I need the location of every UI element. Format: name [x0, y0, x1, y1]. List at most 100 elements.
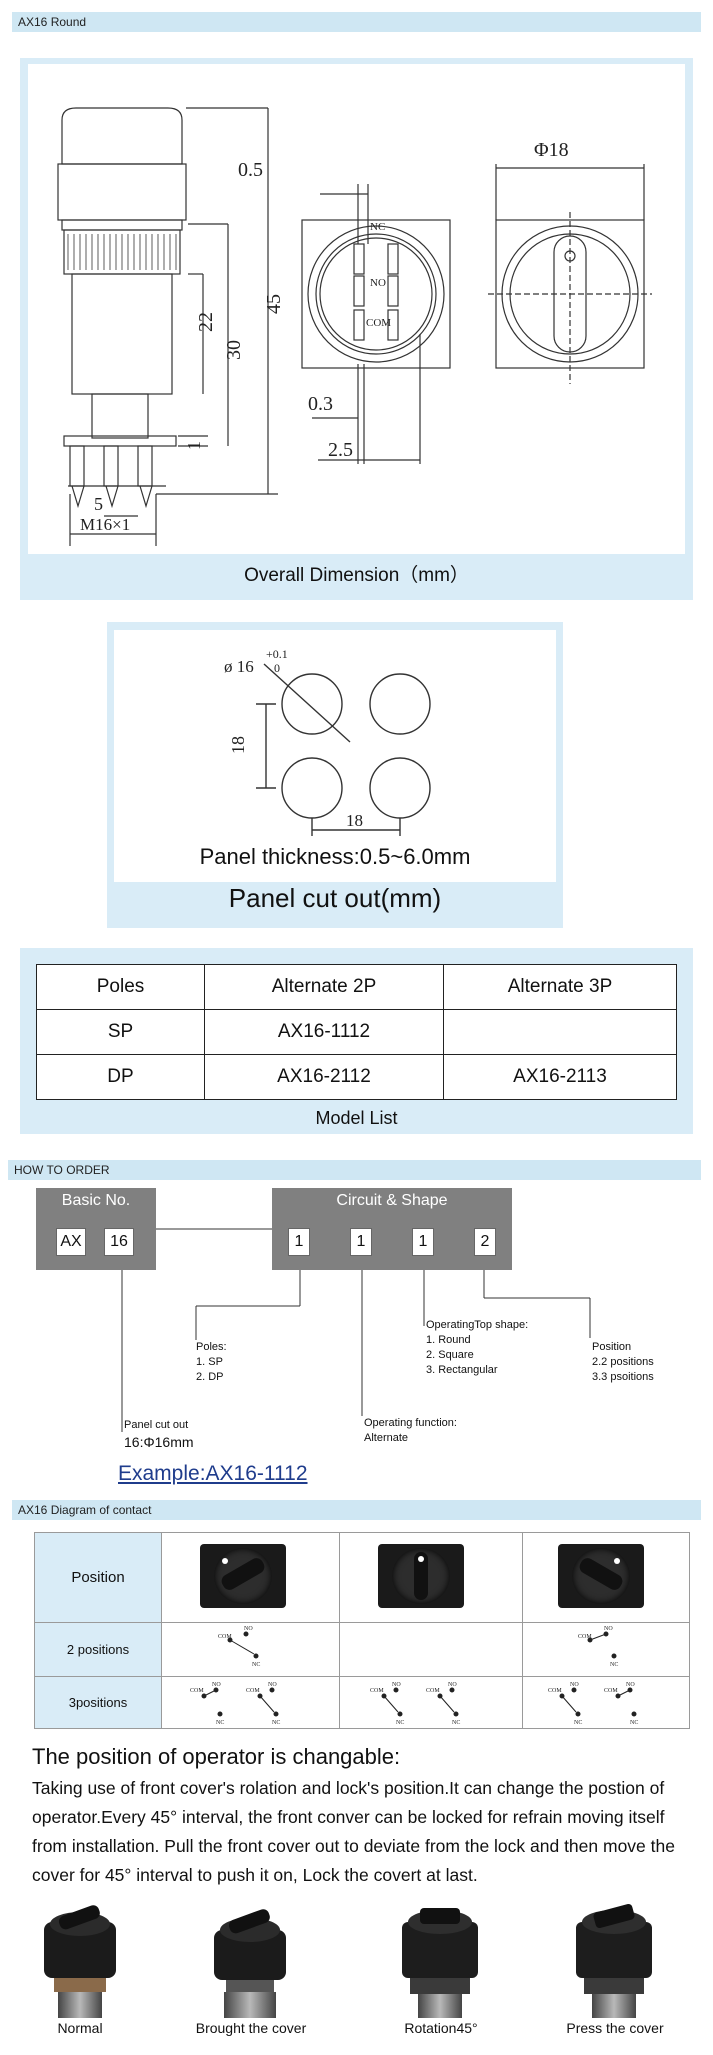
circuit-cell-1: 1 — [288, 1228, 310, 1256]
poles-legend: Poles: 1. SP 2. DP — [196, 1340, 227, 1385]
dim-05: 0.5 — [238, 159, 263, 181]
contact-cell — [522, 1622, 690, 1677]
how-to-order-title: HOW TO ORDER — [14, 1163, 110, 1177]
contact-title: AX16 Diagram of contact — [18, 1503, 152, 1517]
com-label: COM — [218, 1634, 232, 1640]
contact-cell — [161, 1676, 340, 1729]
circuit-cell-3: 1 — [412, 1228, 434, 1256]
com-label: COM — [246, 1688, 260, 1694]
table-cell: SP — [36, 1009, 205, 1055]
table-header: Alternate 2P — [204, 964, 444, 1010]
table-row: 2 positions — [34, 1622, 690, 1677]
basic-no-cell-16: 16 — [104, 1228, 134, 1256]
com-label: COM — [370, 1688, 384, 1694]
knob-position-right — [558, 1544, 644, 1608]
circuit-cell-4: 2 — [474, 1228, 496, 1256]
table-row: SP AX16-1112 — [36, 1009, 677, 1055]
order-example: Example:AX16-1112 — [118, 1462, 308, 1485]
contact-cell — [339, 1622, 523, 1677]
basic-no-box: Basic No. AX 16 — [36, 1188, 156, 1270]
cutout-drawing: ø 16 +0.1 0 18 18 — [224, 647, 431, 836]
contact-cell — [522, 1676, 690, 1729]
com-label: COM — [548, 1688, 562, 1694]
header-title: AX16 Round — [18, 15, 87, 29]
poles-sp: 1. SP — [196, 1356, 223, 1368]
no-label: NO — [570, 1682, 579, 1688]
section-header-how-to-order: HOW TO ORDER — [8, 1160, 701, 1180]
cutout-tol-plus: +0.1 — [266, 647, 288, 661]
no-label: NO — [212, 1682, 221, 1688]
section-header-ax16: AX16 Round — [12, 12, 701, 32]
dim-30: 30 — [223, 340, 245, 360]
no-label: NO — [604, 1626, 613, 1632]
nc-label: NC — [252, 1662, 260, 1668]
com-label: COM — [426, 1688, 440, 1694]
com-label: COM — [578, 1634, 592, 1640]
label-nc: NC — [370, 221, 385, 233]
panel-cutout-caption: Panel cut out(mm) — [228, 883, 442, 913]
knob-position-center — [378, 1544, 464, 1608]
table-cell: AX16-2113 — [443, 1054, 677, 1100]
contact-table: Position 2 positions 3positions — [34, 1532, 690, 1729]
position-legend: Position 2.2 positions 3.3 psoitions — [592, 1340, 654, 1385]
com-label: COM — [604, 1688, 618, 1694]
cap-outline — [61, 107, 183, 165]
dim-25: 2.5 — [328, 439, 353, 461]
order-connector-lines — [121, 1228, 591, 1432]
cutout-tol-zero: 0 — [274, 661, 280, 675]
photo-caption-rotation: Rotation45° — [404, 2020, 478, 2036]
photo-press-cover — [576, 1903, 652, 2018]
model-list-caption: Model List — [315, 1108, 398, 1128]
operator-paragraph: Taking use of front cover's rolation and… — [32, 1778, 675, 1885]
operator-heading: The position of operator is changable: — [32, 1744, 401, 1769]
top-shape-square: 2. Square — [426, 1349, 474, 1361]
cutout-pitch-v: 18 — [228, 736, 248, 754]
knob-position-left — [200, 1544, 286, 1608]
nc-label: NC — [216, 1720, 224, 1726]
dim-22: 22 — [195, 312, 217, 332]
circuit-cell-2: 1 — [350, 1228, 372, 1256]
panel-cut-title: Panel cut out — [124, 1419, 189, 1431]
table-row: 3positions — [34, 1676, 690, 1729]
photo-caption-brought: Brought the cover — [195, 2020, 307, 2036]
nc-label: NC — [396, 1720, 404, 1726]
photo-caption-press: Press the cover — [566, 2020, 664, 2036]
cutout-pitch-h: 18 — [346, 811, 363, 830]
table-cell: AX16-2112 — [204, 1054, 444, 1100]
position-3: 3.3 psoitions — [592, 1371, 654, 1383]
table-header: Poles — [36, 964, 205, 1010]
panel-thickness: Panel thickness:0.5~6.0mm — [199, 844, 471, 869]
position-2: 2.2 positions — [592, 1356, 654, 1368]
nc-label: NC — [630, 1720, 638, 1726]
top-shape-round: 1. Round — [426, 1334, 471, 1346]
table-row: DP AX16-2112 AX16-2113 — [36, 1054, 677, 1100]
photo-brought-cover — [214, 1909, 286, 2018]
dim-thread: M16×1 — [80, 515, 130, 534]
photo-caption-normal: Normal — [57, 2020, 103, 2036]
basic-no-label: Basic No. — [61, 1192, 131, 1209]
overall-dimension-drawing-area: 0.5 Φ18 22 30 45 1 0.3 2.5 5 M16×1 NC NO… — [28, 64, 685, 554]
table-header-row: Poles Alternate 2P Alternate 3P — [36, 964, 677, 1010]
top-shape-title: OperatingTop shape: — [426, 1319, 529, 1331]
function-value: Alternate — [364, 1432, 409, 1444]
dim-phi18: Φ18 — [534, 139, 569, 161]
no-label: NO — [626, 1682, 635, 1688]
no-label: NO — [244, 1626, 253, 1632]
dim-1: 1 — [184, 441, 204, 450]
table-cell: DP — [36, 1054, 205, 1100]
cutout-dia: ø 16 — [224, 657, 254, 676]
overall-dimension-caption: Overall Dimension（mm） — [244, 565, 469, 586]
dim-5: 5 — [94, 494, 103, 514]
table-cell: AX16-1112 — [204, 1009, 444, 1055]
operator-photos — [44, 1903, 652, 2018]
contact-symbols: COM NO NC COM NO NC COM NO NC COM NO NC … — [190, 1626, 638, 1726]
dimension-drawing: 0.5 Φ18 22 30 45 1 0.3 2.5 5 M16×1 NC NO… — [57, 107, 652, 546]
label-no: NO — [370, 277, 386, 289]
com-label: COM — [190, 1688, 204, 1694]
function-legend: Operating function: Alternate — [364, 1416, 457, 1446]
table-cell — [443, 1009, 677, 1055]
basic-no-cell-ax: AX — [56, 1228, 86, 1256]
poles-title: Poles: — [196, 1341, 227, 1353]
nc-label: NC — [610, 1662, 618, 1668]
dim-03: 0.3 — [308, 393, 333, 415]
